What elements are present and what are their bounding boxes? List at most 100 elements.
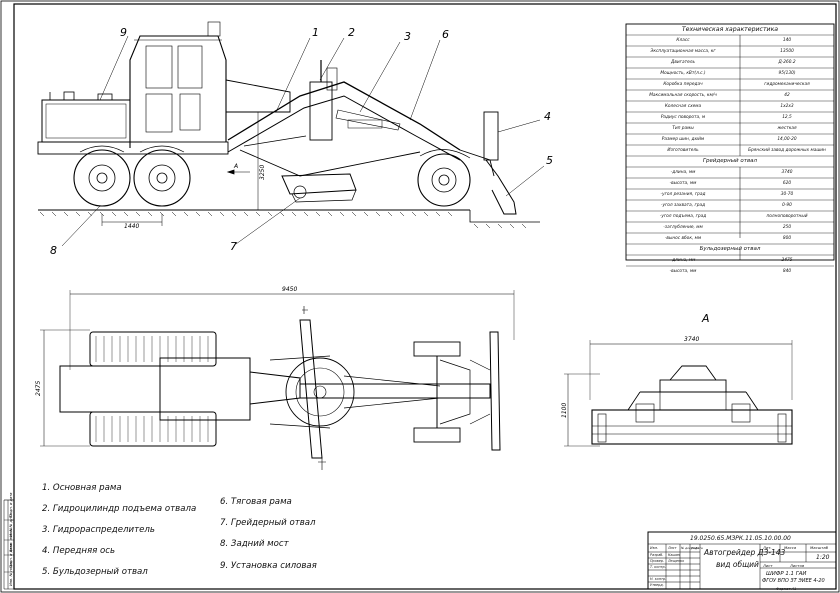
org-line-2: ФГОУ ВПО ЗТ ЭИЕЕ 4-20	[762, 578, 825, 584]
spec-value: 840	[782, 269, 792, 274]
head-scale: Масштаб	[810, 545, 829, 550]
callout-4: 4	[544, 110, 551, 123]
callout-5: 5	[546, 154, 553, 167]
dim-width: 2475	[35, 381, 42, 396]
head-mass: Масса	[784, 545, 797, 550]
legend-item-6: 6. Тяговая рама	[220, 497, 292, 507]
spec-row: -угол резания, град 30-70	[626, 189, 834, 200]
spec-value: жесткая	[777, 126, 797, 131]
spec-row: Коробка передач гидромеханическая	[626, 79, 834, 90]
row-tkontr: Т. контр.	[650, 565, 666, 569]
spec-value: 140	[782, 38, 792, 43]
format-label: Формат А1	[776, 587, 797, 591]
spec-key: -высота, мм	[669, 181, 697, 186]
callout-2: 2	[348, 26, 355, 39]
spec-value: 30-70	[780, 192, 794, 197]
spec-row-lines	[626, 34, 834, 267]
top-view	[40, 290, 515, 470]
drawing-subname: вид общий	[716, 560, 759, 569]
legend-item-8: 8. Задний мост	[220, 539, 289, 549]
legend-item-2: 2. Гидроцилиндр подъема отвала	[42, 504, 197, 514]
legend-item-9: 9. Установка силовая	[220, 561, 317, 571]
dim-wheelbase: 1440	[124, 223, 139, 230]
spec-row: Двигатель Д-260.2	[626, 57, 834, 68]
name-2: Лещенко	[668, 559, 685, 563]
side-stamp-4: Подп. и дата	[9, 493, 13, 517]
dim-blade-height: 1100	[561, 403, 568, 418]
legend-item-5: 5. Бульдозерный отвал	[42, 567, 148, 577]
spec-value: Д-260.2	[778, 60, 796, 65]
spec-value: 2475	[781, 258, 793, 263]
spec-row: -длина, мм 2475	[626, 255, 834, 266]
spec-value: 0-90	[782, 203, 792, 208]
side-stamp-1: Подп. и дата	[9, 544, 13, 568]
spec-key: -угол резания, град	[660, 192, 706, 197]
row-utverd: Утверд.	[650, 583, 664, 587]
view-a-arrow-label: А	[233, 163, 238, 170]
spec-key: -угол подъема, град	[659, 214, 707, 219]
dim-height: 3250	[259, 165, 266, 180]
spec-value: 250	[782, 225, 792, 230]
spec-table-grid	[625, 23, 835, 261]
spec-value: 1х2х3	[780, 104, 794, 109]
side-view	[37, 21, 545, 247]
spec-key: Класс	[676, 38, 690, 43]
title-block-frame	[647, 531, 837, 590]
dim-blade-length: 3740	[684, 336, 699, 343]
org-line-1: ШИФР 1.1 ГАИ	[766, 571, 807, 577]
spec-section: Бульдозерный отвал	[699, 246, 761, 252]
dim-length: 9450	[282, 286, 297, 293]
spec-key: -заглубление, мм	[663, 225, 703, 230]
spec-key: Двигатель	[671, 60, 695, 65]
spec-row: Мощность, кВт(л.с.)95(130)	[626, 68, 834, 79]
spec-key: -высота, мм	[669, 269, 697, 274]
spec-key: -длина, мм	[670, 258, 696, 263]
spec-value: полноповоротный	[766, 214, 808, 219]
spec-key: -угол захвата, град	[660, 203, 706, 208]
spec-key: Изготовитель	[667, 148, 699, 153]
side-stamp-3: Инв. № дубл.	[9, 512, 13, 537]
drawing-name: Автогрейдер ДЗ-143	[704, 548, 786, 557]
callout-6: 6	[442, 28, 449, 41]
callout-8: 8	[50, 244, 57, 257]
view-a	[564, 340, 793, 447]
col-doc: № докум.	[681, 546, 696, 550]
spec-key: -длина, мм	[670, 170, 696, 175]
spec-key: Мощность, кВт(л.с.)	[660, 71, 706, 76]
spec-value: 13500	[780, 49, 794, 54]
spec-key: Радиус поворота, м	[660, 115, 706, 120]
spec-value: 42	[784, 93, 790, 98]
spec-key: Коробка передач	[663, 82, 703, 87]
spec-row: Класс 140	[626, 35, 834, 46]
head-lit: Лит.	[763, 545, 772, 550]
spec-row: -угол подъема, град полноповоротный	[626, 211, 834, 222]
spec-value: 3740	[781, 170, 793, 175]
row-nkontr: Н. контр.	[650, 577, 667, 581]
spec-value: гидромеханическая	[764, 82, 810, 87]
row-razrab: Разраб.	[650, 553, 664, 557]
callout-7: 7	[230, 240, 237, 253]
doc-code: 19.0250.65.МЗРК.11.05.10.00.00	[690, 535, 791, 542]
legend-item-3: 3. Гидрораспределитель	[42, 525, 155, 535]
callout-1: 1	[312, 26, 319, 39]
spec-key: Тип рамы	[672, 126, 694, 131]
view-a-title: А	[701, 312, 710, 325]
spec-row: -длина, мм 3740	[626, 167, 834, 178]
name-1: Кашин	[668, 553, 681, 557]
spec-row: -высота, мм 840	[626, 266, 834, 277]
spec-key: -вынос вбок, мм	[664, 236, 702, 241]
callout-3: 3	[404, 30, 411, 43]
spec-row: Тип рамы жесткая	[626, 123, 834, 134]
side-stamp-2: Взам. инв. №	[9, 527, 13, 552]
scale-value: 1:20	[816, 554, 830, 561]
col-list: Лист	[668, 546, 677, 550]
